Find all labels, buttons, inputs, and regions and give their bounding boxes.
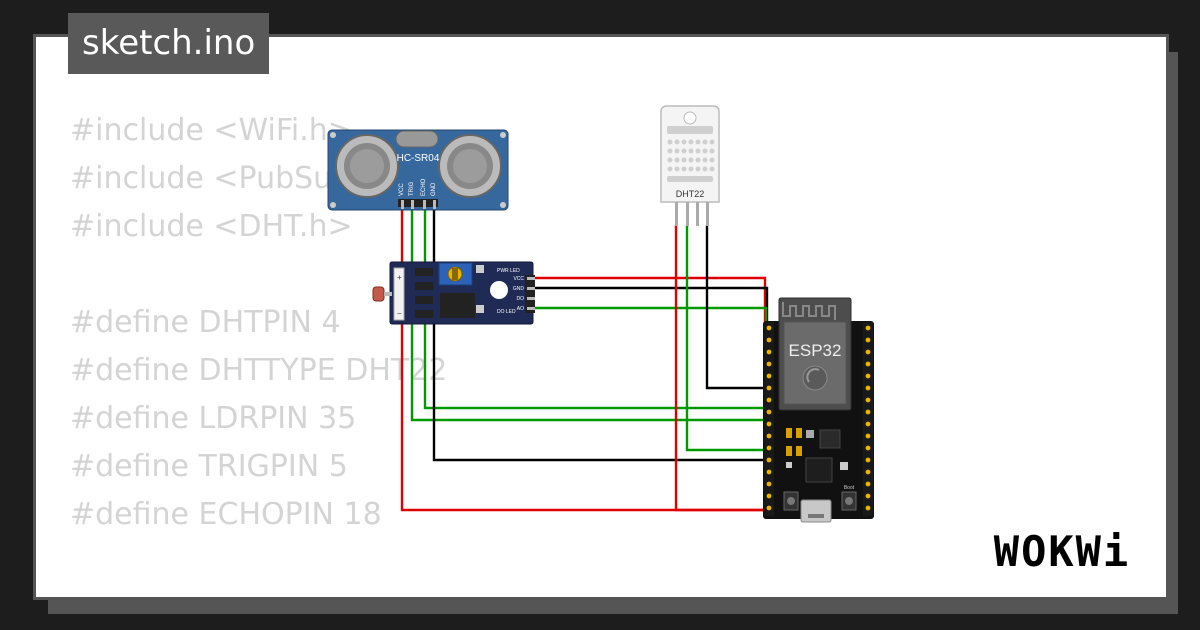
pin-label: GND: [431, 182, 437, 196]
code-line: #define LDRPIN 35: [70, 401, 357, 436]
pin-label: VCC: [513, 276, 524, 282]
led-label: PWR LED: [497, 268, 520, 274]
pin-label: ECHO: [421, 178, 427, 196]
wire-green: [685, 225, 768, 452]
code-line: const char* ssid = "Wokwi-GUEST";: [70, 587, 602, 597]
pin-label: VCC: [399, 183, 405, 196]
pin-label: GND: [513, 286, 525, 292]
esp32-label: ESP32: [789, 341, 842, 360]
right-header: [863, 322, 873, 516]
wire-red: [400, 208, 768, 512]
led-label: DO LED: [497, 309, 516, 315]
ldr-module[interactable]: + − PWR LED DO LED VCC GND DO AO: [372, 261, 535, 325]
boot-label: Boot: [844, 485, 855, 491]
file-tab-label: sketch.ino: [82, 23, 256, 63]
wire-black: [532, 286, 769, 460]
wire-red: [674, 225, 768, 512]
file-tab[interactable]: sketch.ino: [68, 13, 270, 74]
wire-black: [705, 225, 768, 390]
code-line: #define TRIGPIN 5: [70, 449, 348, 484]
svg-text:+: +: [397, 273, 402, 282]
preview-card: #include <WiFi.h>#include <PubSubClient.…: [33, 34, 1169, 600]
wires: [400, 208, 769, 512]
wokwi-logo: WOKWi: [994, 527, 1130, 576]
dht22-label: DHT22: [676, 189, 705, 199]
pin-label: TRIG: [409, 181, 415, 196]
left-header: [764, 322, 774, 516]
code-line: #define DHTTYPE DHT22: [70, 353, 448, 388]
wire-green: [532, 306, 768, 450]
usb-port: [800, 499, 832, 523]
wire-red: [532, 276, 767, 510]
esp32-board[interactable]: ESP32: [763, 297, 874, 523]
code-line: #include <DHT.h>: [70, 209, 353, 244]
ultrasonic-sensor[interactable]: HC-SR04 VCC TRIG ECHO GND: [327, 129, 509, 211]
pin-label: DO: [517, 296, 525, 302]
wire-black: [432, 208, 768, 462]
led: [490, 281, 508, 299]
code-line: #define DHTPIN 4: [70, 305, 341, 340]
dht22-sensor[interactable]: DHT22: [660, 105, 720, 226]
pin-label: AO: [517, 306, 524, 312]
code-line: #define ECHOPIN 18: [70, 497, 382, 532]
ultrasonic-label: HC-SR04: [397, 153, 440, 164]
svg-text:−: −: [397, 309, 402, 318]
